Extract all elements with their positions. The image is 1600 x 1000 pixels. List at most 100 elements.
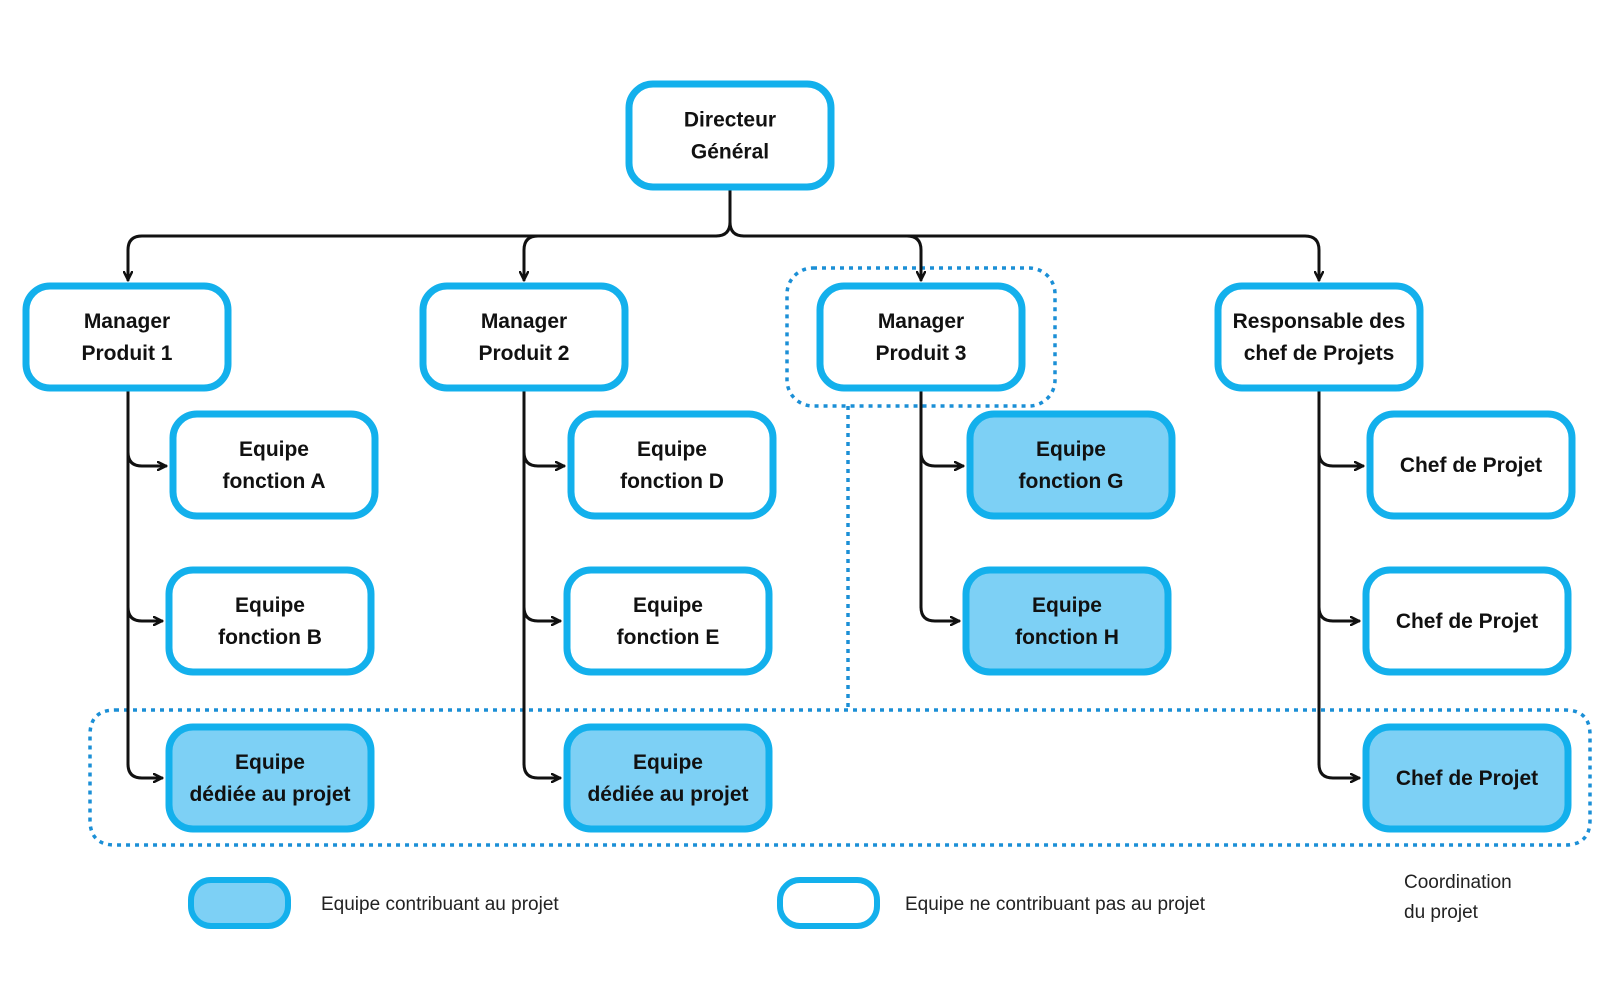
connector-mp2-efd [522,450,566,466]
node-label: Chef de Projet [1400,454,1542,477]
connector-dg-mp2 [524,234,540,282]
node-chef-de-projet-3: Chef de Projet [1362,723,1572,833]
node-label-line: Produit 1 [81,342,172,365]
node-label-line: Chef de Projet [1400,454,1542,477]
node-label: Equipe fonction D [620,438,724,493]
node-box [625,80,835,191]
node-label: Equipe fonction G [1019,438,1124,493]
node-label-line: dédiée au projet [189,783,350,806]
node-label-line: fonction A [222,470,325,493]
node-chef-de-projet-2: Chef de Projet [1362,566,1572,676]
node-box [966,410,1176,520]
node-equipe-fonction-h: Equipe fonction H [962,566,1172,676]
connector-rcp-cp1 [1317,450,1365,466]
node-label-line: fonction B [218,626,322,649]
node-label-line: Equipe [633,751,703,774]
legend-swatch-not-contributing [777,877,880,929]
node-label-line: fonction G [1019,470,1124,493]
node-label-line: Chef de Projet [1396,767,1538,790]
node-equipe-dediee-projet-1: Equipe dédiée au projet [165,723,375,833]
node-box [165,566,375,676]
node-label: Equipe fonction E [617,594,720,649]
node-label-line: fonction D [620,470,724,493]
node-label: Chef de Projet [1396,610,1538,633]
node-label-line: Produit 2 [478,342,569,365]
connector-mp1-efb [126,605,164,621]
node-label: Equipe fonction B [218,594,322,649]
node-label-line: Equipe [633,594,703,617]
node-box [169,410,379,520]
node-box [1214,282,1424,392]
node-equipe-fonction-g: Equipe fonction G [966,410,1176,520]
node-box [419,282,629,392]
node-box [22,282,232,392]
node-label-line: Equipe [235,594,305,617]
legend-swatch-contributing [188,877,291,929]
connector-mp1-efa [126,450,168,466]
connector-mp2-edp2 [522,762,562,778]
node-equipe-fonction-e: Equipe fonction E [563,566,773,676]
node-label: Equipe dédiée au projet [587,751,748,806]
node-label: Responsable des chef de Projets [1233,310,1406,365]
legend-label-contributing: Equipe contribuant au projet [321,894,559,915]
coordination-outline-bottom [88,708,1592,847]
node-equipe-dediee-projet-2: Equipe dédiée au projet [563,723,773,833]
connectors [126,188,1365,778]
legend-label-coordination: Coordination du projet [1404,872,1517,923]
node-label-line: fonction H [1015,626,1119,649]
connector-dg-rcp [905,234,1319,282]
node-box [962,566,1172,676]
node-label-line: Directeur [684,109,776,132]
legend: Equipe contribuant au projet Equipe ne c… [188,872,1517,929]
node-equipe-fonction-a: Equipe fonction A [169,410,379,520]
connector-dg-mp1 [128,234,718,282]
node-box [563,566,773,676]
node-box [1366,410,1576,520]
node-box [165,723,375,833]
node-label-line: Equipe [235,751,305,774]
node-responsable-chef-projets: Responsable des chef de Projets [1214,282,1424,392]
node-label: Equipe dédiée au projet [189,751,350,806]
connector-rcp-cp2 [1317,605,1361,621]
node-label-line: Général [691,141,769,164]
node-equipe-fonction-b: Equipe fonction B [165,566,375,676]
node-label: Equipe fonction A [222,438,325,493]
node-label-line: Responsable des [1233,310,1406,333]
node-box [1362,566,1572,676]
node-label-line: Equipe [1032,594,1102,617]
node-label-line: dédiée au projet [587,783,748,806]
node-label-line: fonction E [617,626,720,649]
node-label-line: Manager [84,310,170,333]
node-label-line: Equipe [1036,438,1106,461]
node-label-line: Manager [878,310,964,333]
connector-dg-stem [714,188,746,238]
node-label-line: Equipe [637,438,707,461]
node-box [567,410,777,520]
connector-rcp-cp3 [1317,762,1361,778]
node-box [816,282,1026,392]
connector-mp1-edp1 [126,762,164,778]
node-label-line: Equipe [239,438,309,461]
node-label: Equipe fonction H [1015,594,1119,649]
connector-mp3-efg [919,450,965,466]
node-label-line: chef de Projets [1244,342,1395,365]
node-label-line: Manager [481,310,567,333]
legend-label-not-contributing: Equipe ne contribuant pas au projet [905,894,1206,915]
node-equipe-fonction-d: Equipe fonction D [567,410,777,520]
connector-mp3-efh [919,605,961,621]
node-label: Chef de Projet [1396,767,1538,790]
connector-mp2-efe [522,605,562,621]
node-chef-de-projet-1: Chef de Projet [1366,410,1576,520]
node-box [563,723,773,833]
node-box [1362,723,1572,833]
connector-dg-mp3 [742,234,921,282]
